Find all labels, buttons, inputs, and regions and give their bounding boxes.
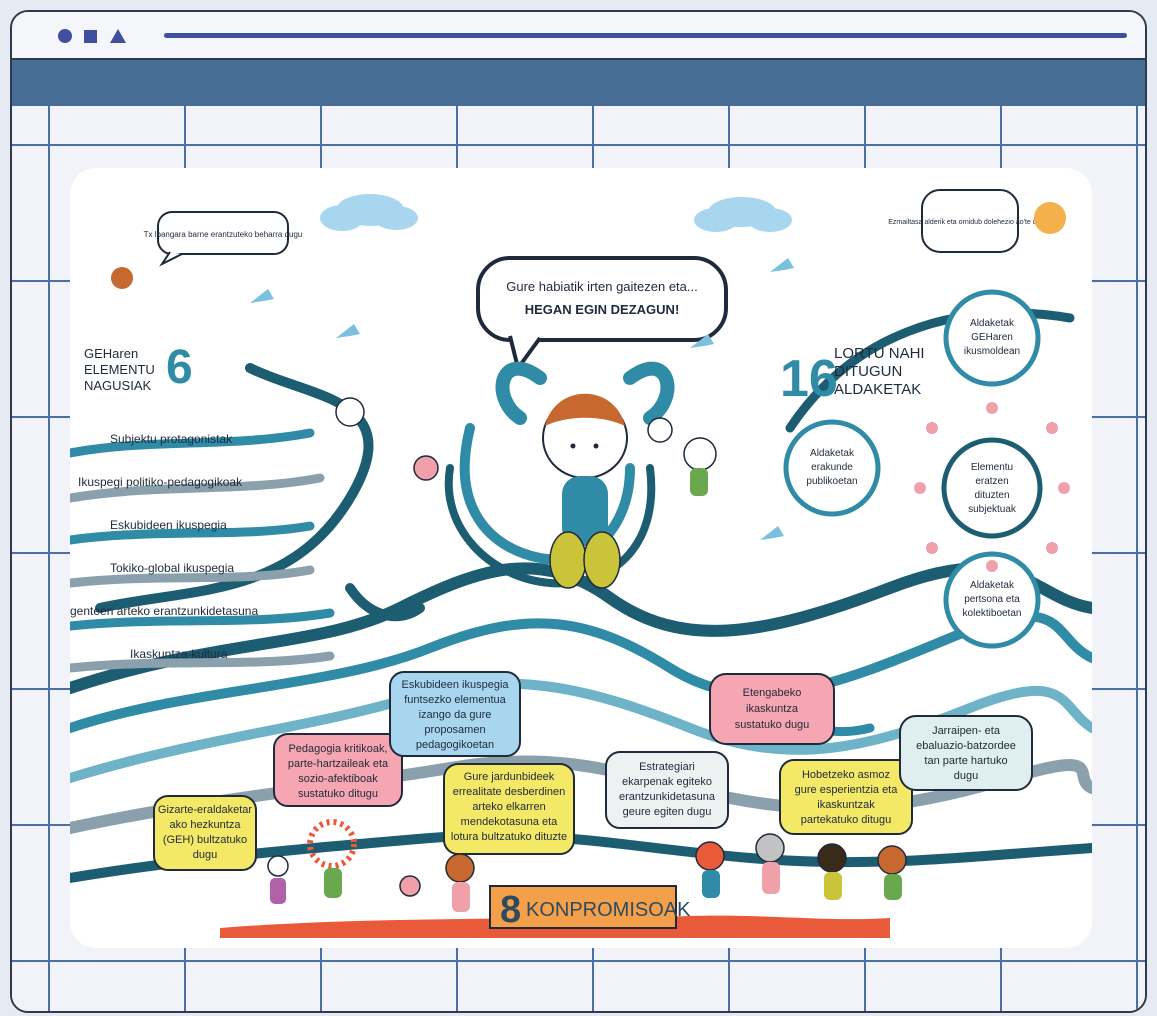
left-waves bbox=[70, 428, 335, 673]
commitment-bubbles: Gizarte-eraldaketar ako hezkuntza (GEH) … bbox=[153, 671, 1033, 871]
speech-bubble-small-right: Ezmailtasa alderik eta ornidub dolehezio… bbox=[888, 189, 1052, 253]
square-icon[interactable] bbox=[84, 30, 97, 43]
left-section-number: 6 bbox=[166, 341, 193, 394]
bubble-3-line-3: izango da gure bbox=[419, 709, 492, 721]
speech-main-line1: Gure habiatik irten gaitezen eta... bbox=[506, 279, 698, 294]
right-title-line-2: DITUGUN bbox=[834, 363, 902, 380]
bubble-1-line-3: (GEH) bultzatuko bbox=[163, 834, 247, 846]
bubble-3-line-5: pedagogikoetan bbox=[416, 739, 494, 751]
speech-bubble-small-left: Tx lbangara barne erantzuteko beharra du… bbox=[144, 211, 303, 267]
bubble-3-line-4: proposamen bbox=[424, 724, 485, 736]
children-ring-illustration bbox=[914, 402, 1070, 572]
right-change-circles: Aldaketak GEHaren ikusmoldean Aldaketak … bbox=[783, 289, 1070, 649]
children-illustration bbox=[111, 202, 1066, 496]
bubble-5-line-4: geure egiten dugu bbox=[623, 806, 712, 818]
infographic-illustration: Tx lbangara barne erantzuteko beharra du… bbox=[70, 189, 1092, 938]
bubble-7-line-1: Hobetzeko asmoz bbox=[802, 769, 890, 781]
circle-2-line-1: Aldaketak bbox=[810, 448, 855, 459]
bubble-8-line-4: dugu bbox=[954, 770, 978, 782]
bubble-1-line-4: dugu bbox=[193, 849, 217, 861]
circle-4-line-3: kolektiboetan bbox=[963, 608, 1022, 619]
speech-main-line2: HEGAN EGIN DEZAGUN! bbox=[525, 302, 680, 317]
bubble-2-line-2: parte-hartzaileak eta bbox=[288, 758, 389, 770]
right-section-number: 16 bbox=[780, 350, 838, 408]
bubble-4-line-3: arteko elkarren bbox=[472, 801, 545, 813]
right-title-line-3: ALDAKETAK bbox=[834, 381, 921, 398]
circle-1-line-3: ikusmoldean bbox=[964, 346, 1020, 357]
speech-small-right-text: Ezmailtasa alderik eta ornidub dolehezio… bbox=[888, 219, 1052, 226]
bubble-4-line-5: lotura bultzatuko dituzte bbox=[451, 831, 567, 843]
right-title-line-1: LORTU NAHI bbox=[834, 345, 925, 362]
bubble-8-line-1: Jarraipen- eta bbox=[932, 725, 1001, 737]
right-section-heading: 16 LORTU NAHI DITUGUN ALDAKETAK bbox=[780, 345, 925, 408]
bubble-5-line-3: erantzunkidetasuna bbox=[619, 791, 716, 803]
circle-4-line-2: pertsona eta bbox=[964, 594, 1020, 605]
left-item-5: genteen arteko erantzunkidetasuna bbox=[70, 604, 258, 618]
left-item-4: Tokiko-global ikuspegia bbox=[110, 561, 234, 575]
left-section-heading: GEHaren ELEMENTU NAGUSIAK 6 bbox=[84, 341, 193, 394]
bubble-2-line-1: Pedagogia kritikoak, bbox=[288, 743, 387, 755]
bubble-4-line-4: mendekotasuna eta bbox=[461, 816, 559, 828]
left-item-6: Ikaskuntza-kultura bbox=[130, 647, 228, 661]
bubble-4-line-2: errealitate desberdinen bbox=[453, 786, 566, 798]
speech-bubble-main: Gure habiatik irten gaitezen eta... HEGA… bbox=[476, 256, 728, 373]
bubble-6-line-1: Etengabeko bbox=[743, 687, 802, 699]
bottom-section-number: 8 bbox=[500, 889, 521, 931]
bubble-1-line-2: ako hezkuntza bbox=[170, 819, 242, 831]
bubble-1-line-1: Gizarte-eraldaketar bbox=[158, 804, 252, 816]
circle-1-line-2: GEHaren bbox=[971, 332, 1013, 343]
circle-2-line-2: erakunde bbox=[811, 462, 853, 473]
bottom-section-title: KONPROMISOAK bbox=[526, 899, 691, 921]
speech-small-left-text: Tx lbangara barne erantzuteko beharra du… bbox=[144, 230, 303, 239]
left-title-line-1: GEHaren bbox=[84, 346, 138, 361]
bubble-3-line-2: funtsezko elementua bbox=[404, 694, 506, 706]
circle-2-line-3: publikoetan bbox=[806, 476, 857, 487]
circle-1-line-1: Aldaketak bbox=[970, 318, 1015, 329]
bubble-5-line-2: ekarpenak egiteko bbox=[622, 776, 712, 788]
nav-band bbox=[12, 58, 1145, 108]
circle-3-line-3: dituzten bbox=[974, 490, 1009, 501]
bottom-children-illustration bbox=[267, 819, 907, 912]
bubble-3-line-1: Eskubideen ikuspegia bbox=[401, 679, 509, 691]
bird-icon bbox=[250, 258, 794, 540]
circle-3-line-1: Elementu bbox=[971, 462, 1013, 473]
bubble-8-line-3: tan parte hartuko bbox=[924, 755, 1007, 767]
bubble-2-line-4: sustatuko ditugu bbox=[298, 788, 378, 800]
bubble-6-line-2: ikaskuntza bbox=[746, 703, 799, 715]
infographic-canvas: Tx lbangara barne erantzuteko beharra du… bbox=[70, 168, 1092, 948]
left-item-3: Eskubideen ikuspegia bbox=[110, 518, 227, 532]
title-bar bbox=[12, 12, 1145, 58]
central-girl-illustration bbox=[495, 361, 675, 589]
cloud-icon bbox=[320, 194, 792, 232]
bubble-2-line-3: sozio-afektiboak bbox=[298, 773, 378, 785]
bubble-8-line-2: ebaluazio-batzordee bbox=[916, 740, 1016, 752]
address-bar[interactable] bbox=[164, 33, 1127, 38]
bubble-6-line-3: sustatuko dugu bbox=[735, 719, 810, 731]
left-items-list: Subjektu protagonistak Ikuspegi politiko… bbox=[70, 432, 258, 661]
circle-icon[interactable] bbox=[58, 29, 72, 43]
bubble-5-line-1: Estrategiari bbox=[639, 761, 695, 773]
left-item-2: Ikuspegi politiko-pedagogikoak bbox=[78, 475, 243, 489]
bottom-section-banner: 8 KONPROMISOAK bbox=[489, 885, 691, 931]
circle-3-line-2: eratzen bbox=[975, 476, 1008, 487]
left-title-line-2: ELEMENTU bbox=[84, 362, 155, 377]
bubble-4-line-1: Gure jardunbideek bbox=[464, 771, 555, 783]
bubble-7-line-4: partekatuko ditugu bbox=[801, 814, 892, 826]
bubble-7-line-2: gure esperientzia eta bbox=[795, 784, 899, 796]
circle-4-line-1: Aldaketak bbox=[970, 580, 1015, 591]
left-title-line-3: NAGUSIAK bbox=[84, 378, 152, 393]
bubble-7-line-3: ikaskuntzak bbox=[817, 799, 875, 811]
left-item-1: Subjektu protagonistak bbox=[110, 432, 233, 446]
circle-3-line-4: subjektuak bbox=[968, 504, 1017, 515]
triangle-icon[interactable] bbox=[110, 29, 126, 43]
